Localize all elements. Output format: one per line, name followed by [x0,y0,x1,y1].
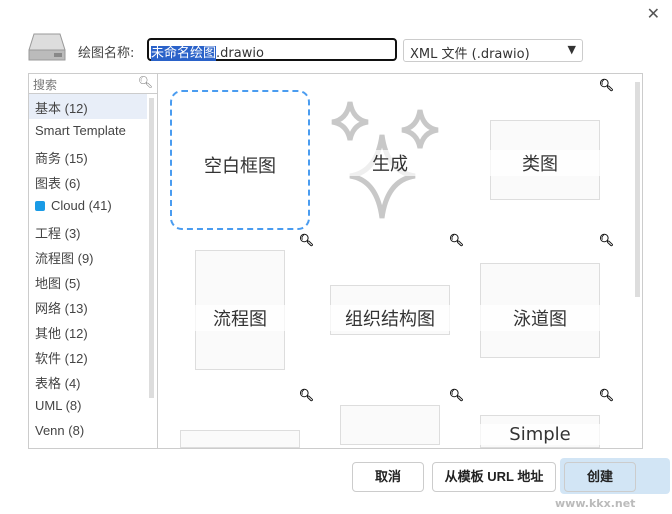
filename-input[interactable]: 未命名绘图.drawio [147,38,397,61]
watermark-url: www.kkx.net [555,497,636,510]
category-label: 基本 (12) [35,101,88,116]
category-label: 工程 (3) [35,226,81,241]
category-item[interactable]: 其他 (12) [29,319,147,344]
category-item[interactable]: 流程图 (9) [29,244,147,269]
create-button[interactable]: 创建 [564,462,636,492]
category-item[interactable]: 基本 (12) [29,94,147,119]
template-generate[interactable]: 生成 [320,90,460,230]
template-gallery: 空白框图 生成 🔍︎ 类图 🔍︎ 流程图 🔍︎ 组织结构图 🔍︎ 泳道图 🔍︎ 🔍︎ 🔍… [159,74,643,448]
template-label: 组织结构图 [320,305,460,331]
sidebar-scrollbar[interactable] [149,98,154,398]
category-item[interactable]: 工程 (3) [29,219,147,244]
category-label: 网络 (13) [35,301,88,316]
template-label: 类图 [470,150,610,176]
template-swimlane[interactable]: 🔍︎ 泳道图 [470,233,614,385]
category-label: 表格 (4) [35,376,81,391]
category-item[interactable]: 地图 (5) [29,269,147,294]
category-item[interactable]: 商务 (15) [29,144,147,169]
format-value: XML 文件 (.drawio) [410,47,530,62]
category-label: 流程图 (9) [35,251,94,266]
template-blank[interactable]: 空白框图 [170,90,310,230]
gallery-scrollbar[interactable] [635,82,640,297]
zoom-icon[interactable]: 🔍︎ [298,233,314,247]
zoom-icon[interactable]: 🔍︎ [448,233,464,247]
category-item[interactable]: 表格 (4) [29,369,147,394]
template-class-diagram[interactable]: 🔍︎ 类图 [470,78,614,230]
format-select[interactable]: XML 文件 (.drawio) ▼ [403,39,583,62]
search-placeholder: 搜索 [33,78,58,92]
filename-label: 绘图名称: [78,46,135,61]
category-item[interactable]: Venn (8) [29,419,147,444]
zoom-icon[interactable]: 🔍︎ [598,233,614,247]
category-item[interactable]: UML (8) [29,394,147,419]
category-item[interactable]: Smart Template [29,119,147,144]
filename-ext: .drawio [216,46,264,61]
template-label: 空白框图 [172,152,308,178]
template-simple[interactable]: 🔍︎ Simple [470,388,614,448]
template-label: 生成 [320,150,460,176]
cancel-button[interactable]: 取消 [352,462,424,492]
zoom-icon[interactable]: 🔍︎ [598,78,614,92]
category-item[interactable]: 软件 (12) [29,344,147,369]
zoom-icon[interactable]: 🔍︎ [598,388,614,402]
category-label: 软件 (12) [35,351,88,366]
category-label: 图表 (6) [35,176,81,191]
zoom-icon[interactable]: 🔍︎ [298,388,314,402]
category-label: Smart Template [35,123,126,138]
cloud-icon [35,201,45,211]
zoom-icon[interactable]: 🔍︎ [448,388,464,402]
category-item[interactable]: 网络 (13) [29,294,147,319]
close-icon[interactable]: ✕ [646,4,660,23]
category-item[interactable]: Cloud (41) [29,194,147,219]
category-label: Venn (8) [35,423,85,438]
category-label: UML (8) [35,398,82,413]
category-label: 商务 (15) [35,151,88,166]
template-org-chart[interactable]: 🔍︎ 组织结构图 [320,233,464,385]
from-url-button[interactable]: 从模板 URL 地址 [432,462,556,492]
search-input[interactable]: 搜索 🔍︎ [29,74,157,94]
category-label: 其他 (12) [35,326,88,341]
search-icon[interactable]: 🔍︎ [137,75,153,89]
disk-icon [28,33,66,61]
chevron-down-icon: ▼ [567,43,576,56]
filename-selected: 未命名绘图 [151,46,217,61]
category-item[interactable]: 图表 (6) [29,169,147,194]
template-label: Simple [470,424,610,445]
template-panel: 搜索 🔍︎ 基本 (12) Smart Template 商务 (15) 图表 (6) C… [28,73,643,449]
template-item[interactable]: 🔍︎ [170,388,314,448]
category-sidebar: 搜索 🔍︎ 基本 (12) Smart Template 商务 (15) 图表 (6) C… [29,74,158,448]
template-label: 流程图 [170,305,310,331]
category-label: Cloud (41) [51,198,112,213]
template-item[interactable]: 🔍︎ [320,388,464,448]
template-flowchart[interactable]: 🔍︎ 流程图 [170,233,314,385]
category-label: 地图 (5) [35,276,81,291]
template-label: 泳道图 [470,305,610,331]
